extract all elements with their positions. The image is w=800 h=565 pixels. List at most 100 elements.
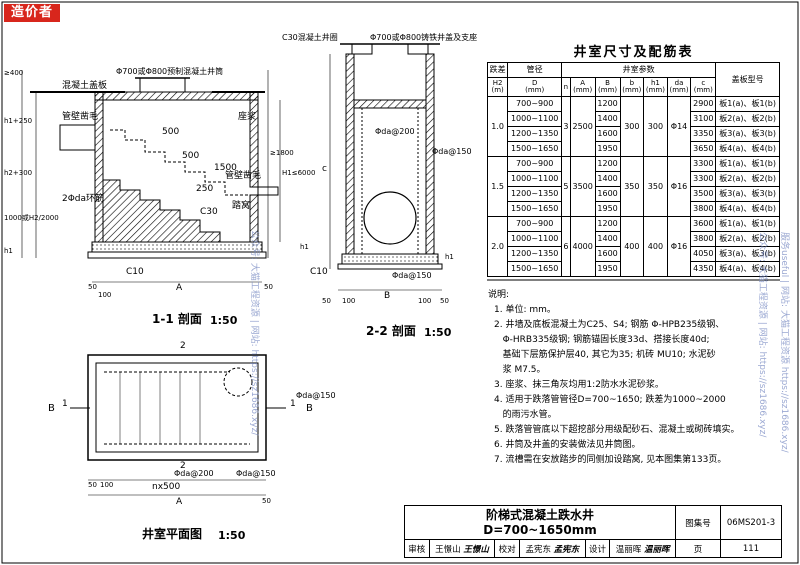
dim-500b: 500 [182,151,200,161]
subheader-cell: D (mm) [507,77,563,97]
cell-b: 300 [619,96,645,157]
plan-label-2b: 2 [180,461,186,471]
cell-d: 700~900 [507,96,563,112]
dim-50: 50 [88,283,97,291]
dim-6000: H1≤6000 [282,169,316,177]
plan-dim-50: 50 [88,481,97,489]
plan-label-1b: 1 [290,399,296,409]
dim-400: ≥400 [4,69,24,77]
plan-scale: 1:50 [218,529,246,542]
drawing-title-cell: 阶梯式混凝土跌水井 D=700~1650mm [404,505,676,540]
subheader-cell: B (mm) [594,77,621,97]
section-1-1 [21,70,281,283]
cell-da: Φ16 [666,216,692,277]
header-h2: 跌差 [486,62,509,78]
cell-bb: 1400 [594,171,621,187]
checker: 孟宪东 孟宪东 [518,539,586,558]
cover-label: 混凝土盖板 [62,81,108,91]
note-line: 3. 座浆、抹三角灰均用1:2防水水泥砂浆。 [494,380,664,390]
c30-ring-label: C30混凝土井圈 [282,33,338,42]
cell-n: 6 [561,216,571,277]
plan-da150: Φda@150 [296,391,336,400]
cell-h2: 1.5 [486,156,509,217]
reviewer: 王憬山 王憬山 [428,539,496,558]
section-2-2-scale: 1:50 [424,326,452,339]
cell-d: 700~900 [507,156,563,172]
section-1-1-scale: 1:50 [210,314,238,327]
cell-d: 1500~1650 [507,201,563,217]
cell-c: 3600 [690,216,717,232]
pipe-label: Φ700或Φ800预制混凝土井筒 [116,67,224,76]
section-1-1-title: 1-1 剖面 [152,312,202,326]
subheader-cell: b (mm) [619,77,645,97]
cell-bb: 1950 [594,141,621,157]
cell-cover: 板4(a)、板4(b) [715,201,780,217]
drawing-subtitle: D=700~1650mm [483,522,597,537]
dim-h1-250: h1+250 [4,117,33,125]
cell-d: 1000~1100 [507,111,563,127]
cell-n: 3 [561,96,571,157]
subheader-cell: da (mm) [666,77,692,97]
cell-c: 3650 [690,141,717,157]
cell-bb: 1600 [594,246,621,262]
note-line: 1. 单位: mm。 [494,305,556,315]
plan-da150b: Φda@150 [236,469,276,478]
outlet-pipe-label: 管壁凿毛 [225,171,262,181]
cell-b: 350 [619,156,645,217]
paving-label: 踏窝 [232,201,251,211]
cell-c: 4050 [690,246,717,262]
review-label: 审核 [404,539,430,558]
header-params: 井室参数 [561,62,717,78]
dim-h1: h1 [4,247,13,255]
dim-1800: ≥1800 [270,149,294,157]
dim-h1: h1 [445,253,454,261]
plan-dim-a: A [176,497,183,507]
cell-a: 3500 [569,156,596,217]
note-line: Φ-HRB335级钢; 钢筋锚固长度33d、搭接长度40d; [494,335,710,345]
cell-cover: 板2(a)、板2(b) [715,171,780,187]
title-block: 阶梯式混凝土跌水井 D=700~1650mm 图集号 06MS201-3 审核 … [404,505,782,558]
cell-cover: 板1(a)、板1(b) [715,156,780,172]
frame-label: Φ700或Φ800铸铁井盖及支座 [370,33,478,42]
header-d: 管径 [507,62,563,78]
cell-d: 1200~1350 [507,126,563,142]
cell-c: 3350 [690,126,717,142]
dim-100b: 100 [418,297,432,305]
base-label: C10 [126,267,144,277]
section-2-2-title: 2-2 剖面 [366,324,416,338]
cell-da: Φ14 [666,96,692,157]
cell-bb: 1600 [594,186,621,202]
cell-d: 1200~1350 [507,246,563,262]
reviewer-sign: 王憬山 [463,544,489,555]
c-dim: c [322,164,327,174]
cell-h1: 400 [643,216,668,277]
cell-a: 4000 [569,216,596,277]
plan-title: 井室平面图 [142,527,203,541]
watermark-right: 公众号: 大猫工程资源 | 网站: https://sz1686.xyz/ [757,232,767,438]
plan-view [70,354,286,496]
subheader-cell: c (mm) [690,77,717,97]
dim-c30: C30 [200,207,218,217]
notes: 说明: 1. 单位: mm。2. 井墙及底板混凝土为C25、S4; 钢筋 Φ-H… [488,288,784,468]
dim-100: 100 [98,291,112,299]
spec-table-title: 井室尺寸及配筋表 [573,44,694,60]
cell-c: 4350 [690,261,717,277]
c10-label: C10 [310,267,328,277]
dim-100: 100 [342,297,356,305]
plan-b-left: B [48,403,55,414]
cell-bb: 1200 [594,156,621,172]
dim-a: A [176,283,183,293]
cell-bb: 1950 [594,201,621,217]
cell-h2: 2.0 [486,216,509,277]
cell-c: 3500 [690,186,717,202]
note-line: 浆 M7.5。 [494,365,546,375]
drawing-title: 阶梯式混凝土跌水井 [485,507,594,522]
cell-cover: 板4(a)、板4(b) [715,141,780,157]
plan-label-2a: 2 [180,341,186,351]
cell-cover: 板3(a)、板3(b) [715,186,780,202]
